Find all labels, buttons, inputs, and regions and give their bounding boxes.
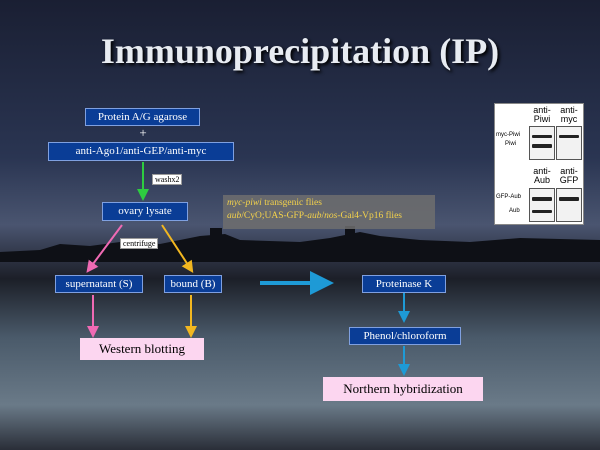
ovary-lysate-box: ovary lysate bbox=[102, 202, 188, 221]
blot-bottom-col1-label: anti- Aub bbox=[533, 166, 551, 185]
arrow-lysate-to-supernatant bbox=[86, 224, 123, 273]
plus-sign: + bbox=[139, 125, 147, 140]
blot-top-col2-label: anti- myc bbox=[560, 105, 578, 124]
phenol-chloroform-box: Phenol/chloroform bbox=[349, 327, 461, 345]
blot-label-aub: Aub bbox=[509, 208, 520, 214]
blot-label-myc-piwi: myc-Piwi bbox=[496, 132, 520, 138]
western-blot-image: anti- Piwi anti- myc myc-Piwi Piwi anti-… bbox=[494, 103, 584, 225]
blot-label-piwi: Piwi bbox=[505, 141, 517, 147]
blot-label-gfp-aub: GFP-Aub bbox=[496, 194, 522, 200]
shoreline-silhouette bbox=[0, 226, 600, 262]
note-line-1: myc-piwi transgenic flies bbox=[227, 198, 322, 208]
blot-top-col1-label: anti- Piwi bbox=[533, 105, 551, 124]
antibodies-box: anti-Ago1/anti-GEP/anti-myc bbox=[48, 142, 234, 161]
blot-panel-anti-gfp bbox=[556, 188, 582, 222]
fly-genotype-note: myc-piwi transgenic flies aub/CyO;UAS-GF… bbox=[223, 195, 435, 229]
centrifuge-label: centrifuge bbox=[120, 238, 159, 249]
bound-box: bound (B) bbox=[164, 275, 222, 293]
protein-agarose-box: Protein A/G agarose bbox=[85, 108, 200, 126]
blot-bottom-col2-label: anti- GFP bbox=[559, 166, 579, 185]
wash-label: washx2 bbox=[152, 174, 183, 185]
supernatant-box: supernatant (S) bbox=[55, 275, 143, 293]
slide-title: Immunoprecipitation (IP) bbox=[100, 31, 500, 71]
proteinase-k-box: Proteinase K bbox=[362, 275, 446, 293]
northern-hybridization-box: Northern hybridization bbox=[323, 377, 483, 401]
note-line-2: aub/CyO;UAS-GFP-aub/nos-Gal4-Vp16 flies bbox=[227, 211, 402, 221]
blot-panel-anti-piwi bbox=[529, 126, 555, 160]
western-blotting-box: Western blotting bbox=[80, 338, 204, 360]
blot-panel-anti-aub bbox=[529, 188, 555, 222]
blot-panel-anti-myc bbox=[556, 126, 582, 160]
arrow-lysate-to-bound bbox=[161, 224, 194, 274]
